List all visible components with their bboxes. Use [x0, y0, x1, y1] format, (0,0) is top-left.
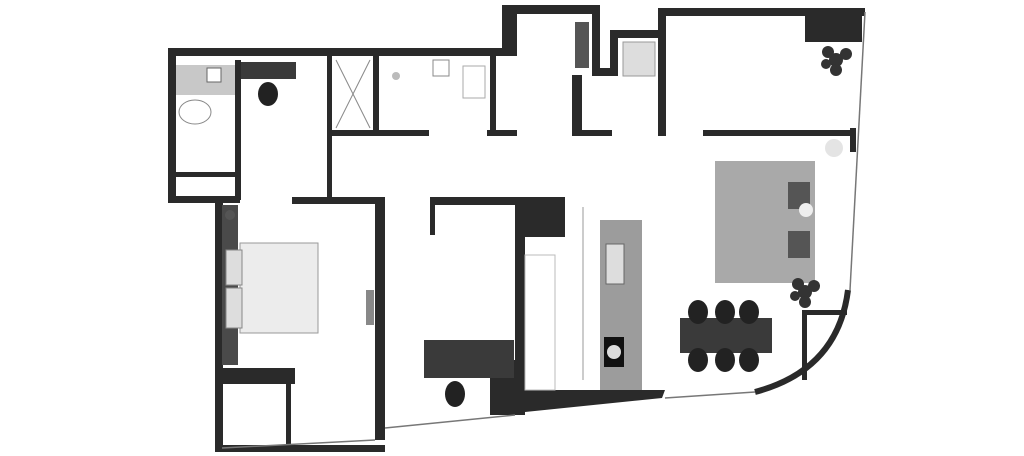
- bathtub-icon: [178, 99, 212, 125]
- blinds-icon: [622, 41, 656, 77]
- wall: [215, 203, 223, 452]
- wall: [172, 172, 238, 177]
- wall-block: [805, 12, 862, 42]
- bathtub-icon: [462, 65, 486, 99]
- wall: [375, 197, 385, 440]
- floor-lamp-icon: [825, 139, 843, 157]
- wall: [168, 48, 505, 56]
- chair-icon: [688, 300, 708, 324]
- chair-icon: [445, 381, 465, 407]
- wall: [572, 75, 582, 136]
- wall: [592, 68, 612, 76]
- chair-icon: [739, 300, 759, 324]
- sink-icon: [206, 67, 222, 83]
- plant-icon: [790, 278, 820, 308]
- wall: [502, 5, 517, 56]
- armchair-icon: [788, 182, 810, 209]
- wall: [373, 56, 379, 136]
- pillow-icon: [225, 249, 243, 286]
- wall: [332, 130, 375, 136]
- wall: [168, 48, 176, 203]
- wall: [703, 130, 853, 136]
- floor-lamp-icon: [799, 203, 813, 217]
- wall: [235, 60, 241, 200]
- wall: [373, 130, 429, 136]
- dining-chairs: [688, 300, 759, 372]
- wall-wedge: [525, 390, 665, 412]
- desk-icon: [424, 340, 514, 378]
- wall: [592, 5, 600, 75]
- wall: [430, 197, 435, 235]
- island-sink-icon: [605, 243, 625, 285]
- wall-block: [515, 197, 565, 237]
- window-bedroom-bottom: [221, 439, 376, 449]
- chair-icon: [688, 348, 708, 372]
- wall: [658, 8, 865, 16]
- chair-icon: [715, 300, 735, 324]
- shower-icon: [335, 59, 371, 129]
- wall: [292, 197, 376, 204]
- nightstand-lamp-icon: [225, 210, 235, 220]
- sink-icon: [432, 59, 450, 77]
- shower-head-icon: [392, 72, 400, 80]
- wall: [802, 310, 807, 380]
- wall: [610, 30, 618, 76]
- window-east: [849, 11, 866, 291]
- window-south: [664, 391, 756, 399]
- pillow-icon: [225, 287, 243, 329]
- wall: [515, 235, 525, 415]
- bed-icon: [239, 242, 319, 334]
- wood-panel: [241, 62, 296, 79]
- vanity-counter: [176, 65, 235, 95]
- wall: [802, 310, 847, 315]
- windows: [221, 11, 866, 449]
- wall: [327, 56, 332, 201]
- wall: [502, 5, 600, 14]
- wall: [610, 30, 660, 38]
- chair-icon: [715, 348, 735, 372]
- cooktop-burner-icon: [607, 345, 621, 359]
- wall: [215, 445, 385, 452]
- exterior-curve-wall: [754, 289, 851, 395]
- wall: [487, 130, 517, 136]
- wall: [490, 56, 496, 136]
- wall: [430, 197, 520, 205]
- window-south-bedroom: [384, 414, 516, 429]
- wall: [215, 368, 295, 384]
- tv-icon: [366, 290, 374, 325]
- kitchen-counter: [524, 254, 556, 391]
- wall: [658, 8, 666, 136]
- wall: [850, 128, 856, 152]
- wall: [572, 130, 612, 136]
- wall: [168, 196, 240, 203]
- armchair-icon: [788, 231, 810, 258]
- cabinet: [575, 22, 589, 68]
- chair-icon: [739, 348, 759, 372]
- plant-icon: [821, 46, 852, 76]
- rug: [715, 161, 815, 283]
- toilet-icon: [258, 82, 278, 106]
- wall: [286, 384, 291, 446]
